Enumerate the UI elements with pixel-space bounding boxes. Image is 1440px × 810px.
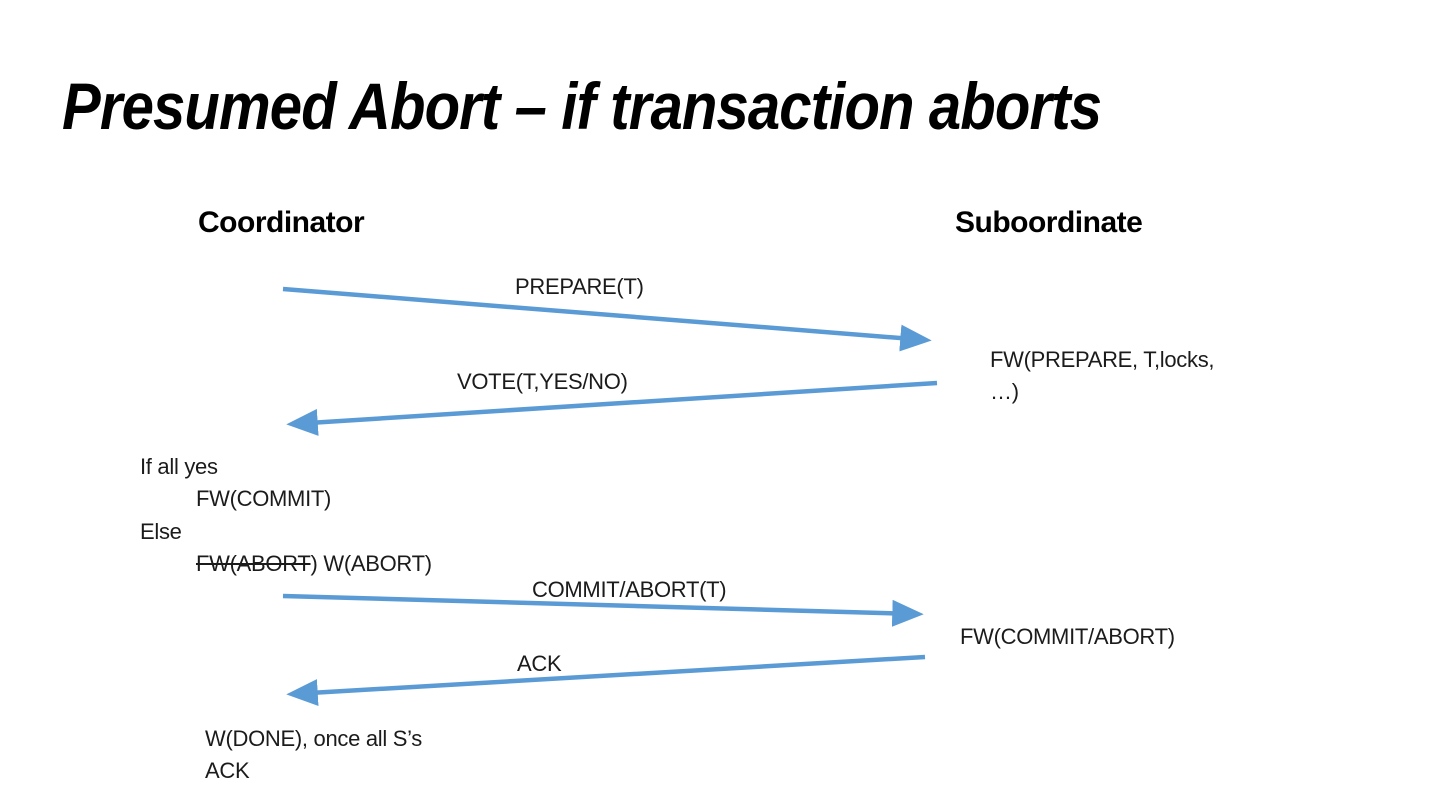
- coordinator-abort-log-struck: FW(ABORT: [196, 551, 311, 576]
- coordinator-done-log-line2: ACK: [205, 758, 250, 783]
- subordinate-header: Suboordinate: [955, 206, 1143, 239]
- commit-abort-arrow: [282, 593, 924, 627]
- coordinator-done-log-line1: W(DONE), once all S’s: [205, 726, 423, 751]
- subordinate-prepare-log-line2: …): [990, 379, 1019, 404]
- subordinate-prepare-log: FW(PREPARE, T,locks, …): [990, 344, 1215, 408]
- coordinator-commit-log: FW(COMMIT): [196, 486, 332, 511]
- subordinate-prepare-log-line1: FW(PREPARE, T,locks,: [990, 347, 1215, 372]
- coordinator-done-log: W(DONE), once all S’s ACK: [205, 723, 422, 787]
- coordinator-header: Coordinator: [198, 206, 365, 239]
- coordinator-abort-log: FW(ABORT) W(ABORT): [196, 548, 432, 580]
- slide-title: Presumed Abort – if transaction aborts: [62, 69, 1102, 143]
- prepare-message-label: PREPARE(T): [515, 274, 644, 299]
- coordinator-abort-log-rest: ) W(ABORT): [310, 551, 433, 576]
- coordinator-else: Else: [140, 519, 182, 544]
- coordinator-if-all-yes: If all yes: [140, 454, 218, 479]
- vote-message-label: VOTE(T,YES/NO): [457, 369, 628, 394]
- vote-arrow: [286, 380, 938, 436]
- ack-arrow: [286, 654, 926, 707]
- subordinate-decision-log: FW(COMMIT/ABORT): [960, 624, 1175, 649]
- commit-abort-message-label: COMMIT/ABORT(T): [532, 577, 727, 602]
- prepare-arrow: [282, 286, 932, 352]
- ack-message-label: ACK: [517, 651, 562, 676]
